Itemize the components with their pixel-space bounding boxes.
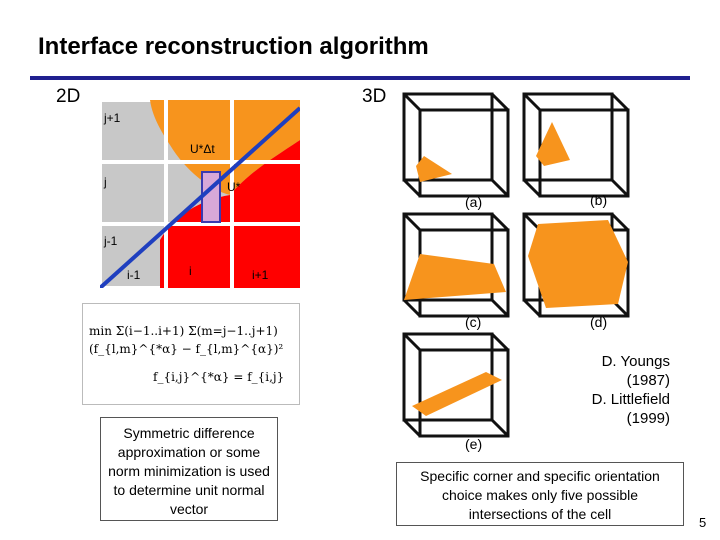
symmetric-difference-note: Symmetric difference approximation or so… — [100, 417, 278, 521]
label-2d: 2D — [56, 86, 81, 107]
cubes-svg — [402, 92, 630, 438]
reference-line-2: (1987) — [626, 372, 670, 389]
flux-annotation: U*Δt — [190, 142, 215, 156]
col-label-i: i — [189, 264, 192, 278]
grid-2d-svg — [98, 98, 302, 290]
caption-d: (d) — [590, 314, 608, 330]
reference-line-1: D. Youngs — [601, 353, 670, 370]
formula-line-2: f_{i,j}^{*α} = f_{i,j} — [153, 370, 285, 384]
velocity-annotation: U* — [227, 180, 241, 194]
caption-e: (e) — [465, 436, 483, 452]
row-label-j: j — [104, 175, 107, 189]
row-label-jminus1: j-1 — [104, 234, 118, 248]
reference-line-4: (1999) — [626, 410, 670, 427]
row-label-jplus1: j+1 — [104, 111, 121, 125]
page-title: Interface reconstruction algorithm — [38, 33, 429, 60]
label-3d: 3D — [362, 86, 387, 107]
minimization-formula: min Σ(i−1..i+1) Σ(m=j−1..j+1) (f_{l,m}^{… — [82, 303, 300, 405]
col-label-iminus1: i-1 — [127, 268, 141, 282]
reference-line-3: D. Littlefield — [591, 391, 670, 408]
grid-2d-diagram — [98, 98, 302, 290]
caption-a: (a) — [465, 194, 483, 210]
references-note: D. Youngs (1987) D. Littlefield (1999) — [560, 352, 670, 428]
title-rule — [30, 76, 690, 80]
page-number: 5 — [699, 515, 707, 530]
corner-orientation-note: Specific corner and specific orientation… — [396, 462, 684, 526]
formula-line-1: min Σ(i−1..i+1) Σ(m=j−1..j+1) (f_{l,m}^{… — [89, 324, 284, 356]
col-label-iplus1: i+1 — [252, 268, 269, 282]
caption-b: (b) — [590, 192, 608, 208]
caption-c: (c) — [465, 314, 482, 330]
